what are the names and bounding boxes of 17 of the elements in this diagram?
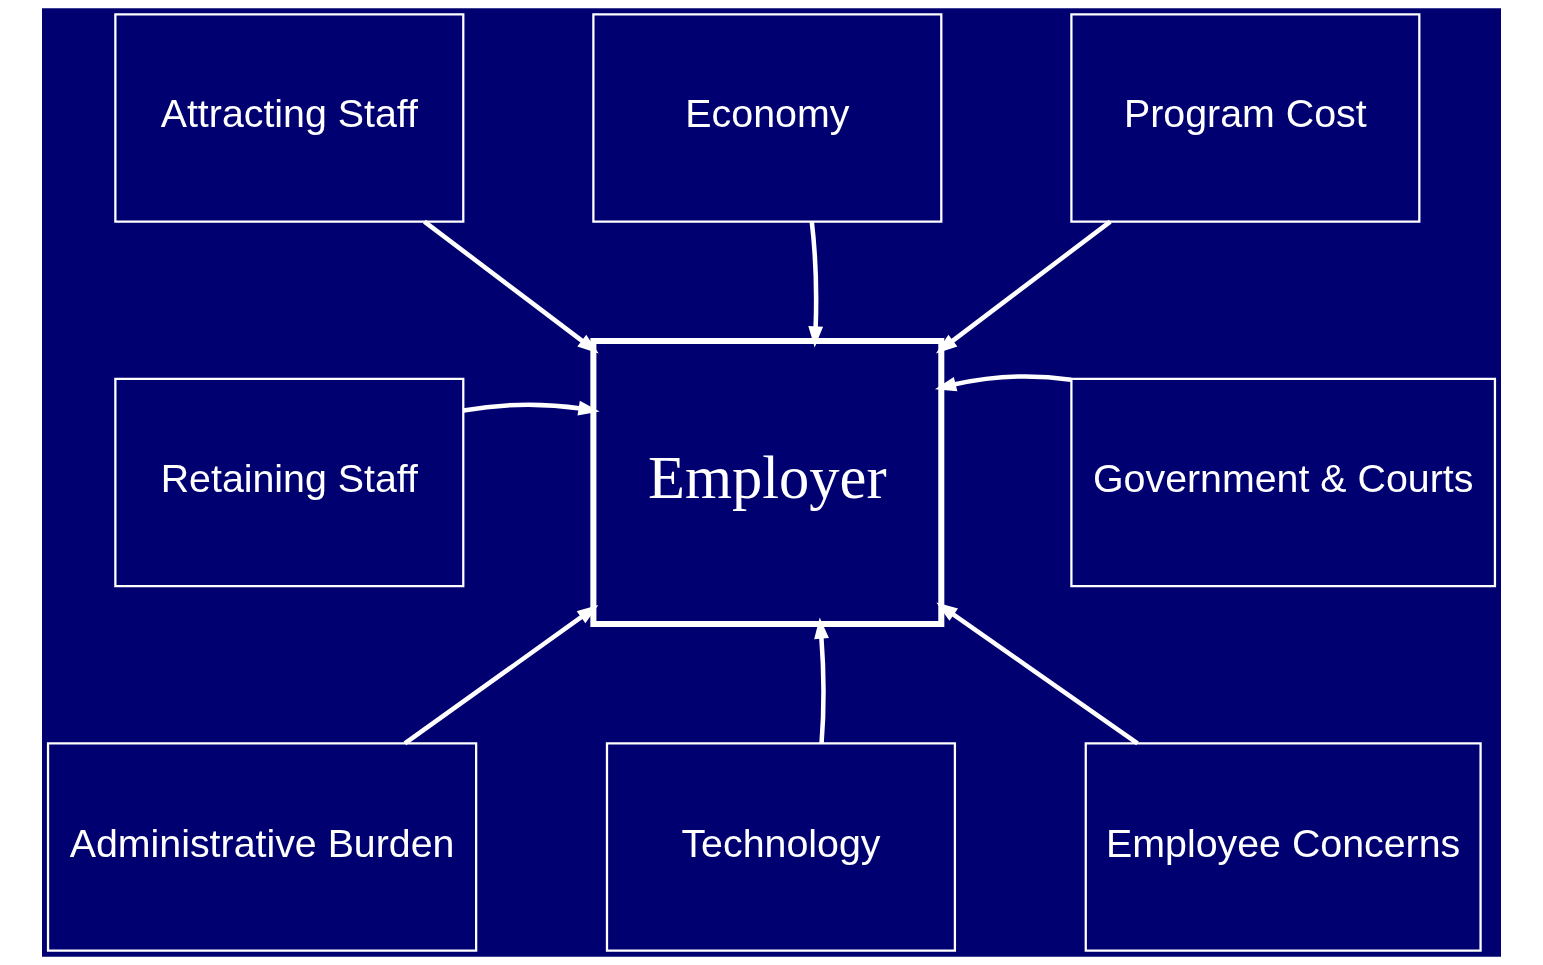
arrow [808,221,824,348]
node-box: Economy [592,13,943,223]
node-box: Attracting Staff [114,13,465,223]
node-box: Technology [605,742,957,952]
node-box: Employer [590,338,945,627]
arrow [423,219,599,354]
arrow [814,617,829,744]
node-box: Employee Concerns [1084,742,1482,952]
node-box: Administrative Burden [46,742,478,952]
node-box: Government & Courts [1070,377,1497,588]
node-box: Retaining Staff [114,377,465,588]
arrow [936,602,1139,746]
node-box: Program Cost [1070,13,1421,223]
arrow [935,219,1112,354]
arrow [463,400,600,416]
arrow [934,374,1072,392]
arrow [403,604,599,746]
